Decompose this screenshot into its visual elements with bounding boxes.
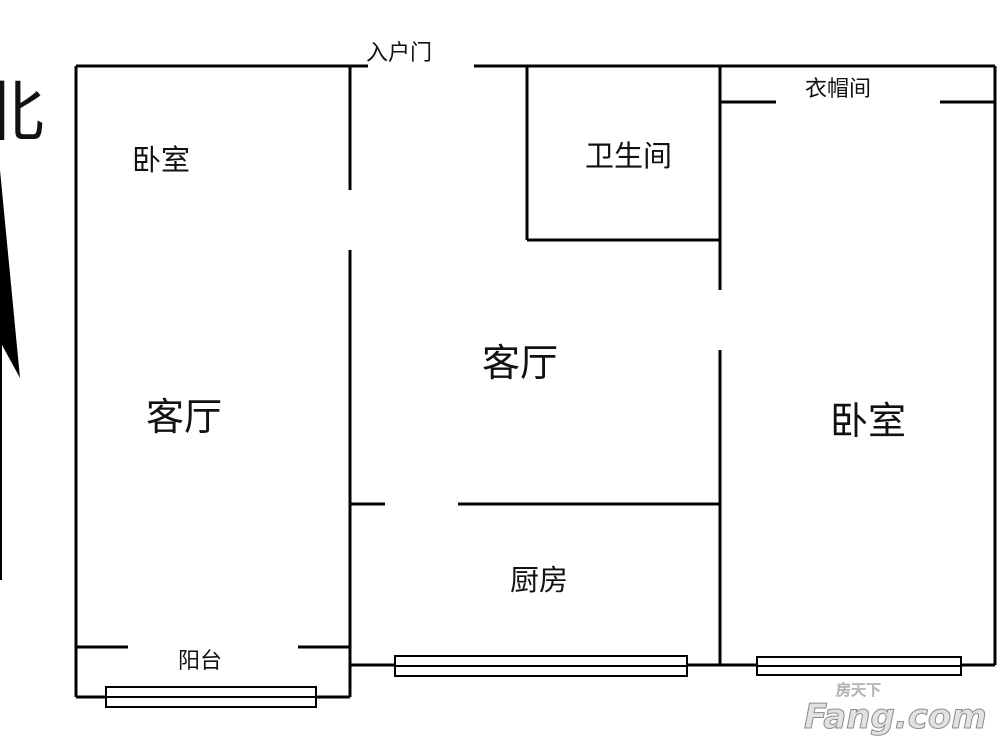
watermark-logo: 房天下 Fang.com [804,681,988,738]
watermark-en: Fang.com [804,697,987,737]
room-labels: 卧室 客厅 阳台 入户门 卫生间 客厅 厨房 衣帽间 卧室 [132,41,906,674]
room-label-bedroom-right: 卧室 [830,399,906,443]
north-arrow-icon [0,170,20,580]
room-label-balcony: 阳台 [178,649,222,674]
room-label-entrance: 入户门 [366,41,432,66]
room-label-closet: 衣帽间 [805,77,871,102]
room-label-living-left: 客厅 [146,395,222,439]
north-arrow: 北 [0,74,44,580]
room-label-kitchen: 厨房 [510,563,568,597]
room-label-living-center: 客厅 [482,341,558,385]
windows [105,655,962,708]
window-bedroom-right [756,656,962,676]
watermark-cn: 房天下 [836,681,881,699]
room-label-bedroom-left: 卧室 [132,143,190,177]
window-kitchen [394,655,688,677]
compass-label: 北 [0,74,44,151]
room-label-bathroom: 卫生间 [585,139,672,173]
window-balcony [105,686,317,708]
